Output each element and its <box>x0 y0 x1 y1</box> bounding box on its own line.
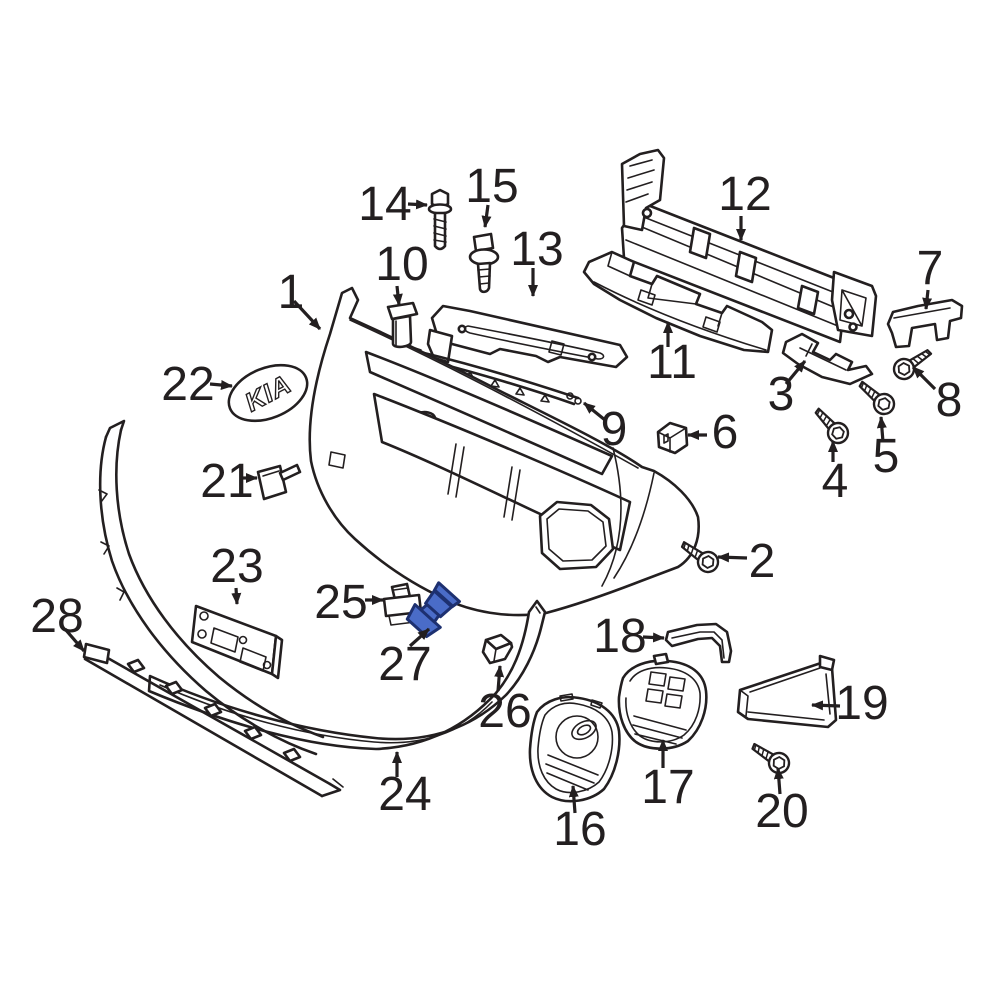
callout-20: 20 <box>755 785 808 838</box>
callout-arrows <box>63 199 937 814</box>
part-23-license-plate-bracket <box>190 604 284 680</box>
callout-6: 6 <box>712 406 739 459</box>
part-13-sight-shield <box>426 304 629 369</box>
part-16-fog-lamp-bezel <box>528 693 621 803</box>
part-24-side-extension <box>98 419 325 756</box>
callout-22: 22 <box>161 358 214 411</box>
part-26-clip <box>481 633 514 665</box>
part-15-clip-screw <box>468 232 500 294</box>
part-14-bolt <box>427 188 453 251</box>
callout-labels: 1 2 3 4 5 6 7 8 9 10 11 12 13 14 15 16 1… <box>30 160 962 856</box>
callout-16: 16 <box>553 803 606 856</box>
callout-10: 10 <box>375 238 428 291</box>
callout-14: 14 <box>358 178 411 231</box>
part-11-energy-absorber <box>582 250 774 354</box>
part-22-kia-emblem: KIA <box>227 363 309 423</box>
callout-7: 7 <box>917 242 944 295</box>
callout-25: 25 <box>314 576 367 629</box>
part-6-clip-nut <box>656 421 689 455</box>
callout-11: 11 <box>647 336 697 389</box>
part-8-bolt <box>888 342 937 385</box>
callout-3: 3 <box>768 368 795 421</box>
callout-8: 8 <box>936 374 963 427</box>
callout-2: 2 <box>749 535 776 588</box>
part-12-impact-bar <box>620 148 878 344</box>
part-5-screw <box>852 374 900 420</box>
callout-18: 18 <box>593 610 646 663</box>
callout-23: 23 <box>210 540 263 593</box>
part-21-bracket-clip <box>256 463 302 501</box>
callout-15: 15 <box>465 160 518 213</box>
callout-12: 12 <box>718 168 771 221</box>
part-20-bolt <box>746 736 795 779</box>
part-10-clip <box>386 301 419 349</box>
callout-24: 24 <box>378 768 431 821</box>
callout-19: 19 <box>835 677 888 730</box>
part-19-air-deflector <box>736 654 838 729</box>
part-3-side-bracket <box>781 332 874 386</box>
part-17-fog-lamp-cover <box>617 652 708 750</box>
callout-17: 17 <box>641 761 694 814</box>
callout-28: 28 <box>30 590 83 643</box>
callout-5: 5 <box>873 430 900 483</box>
callout-9: 9 <box>601 403 628 456</box>
part-1-bumper-cover <box>308 286 700 617</box>
callout-26: 26 <box>478 685 531 738</box>
callout-27: 27 <box>378 638 431 691</box>
callout-4: 4 <box>822 455 849 508</box>
part-4-bolt <box>808 402 854 449</box>
callout-21: 21 <box>200 455 253 508</box>
callout-1: 1 <box>278 266 305 319</box>
part-28-lower-molding <box>82 642 344 798</box>
callout-13: 13 <box>510 223 563 276</box>
part-18-fog-lamp-bracket <box>664 622 733 664</box>
